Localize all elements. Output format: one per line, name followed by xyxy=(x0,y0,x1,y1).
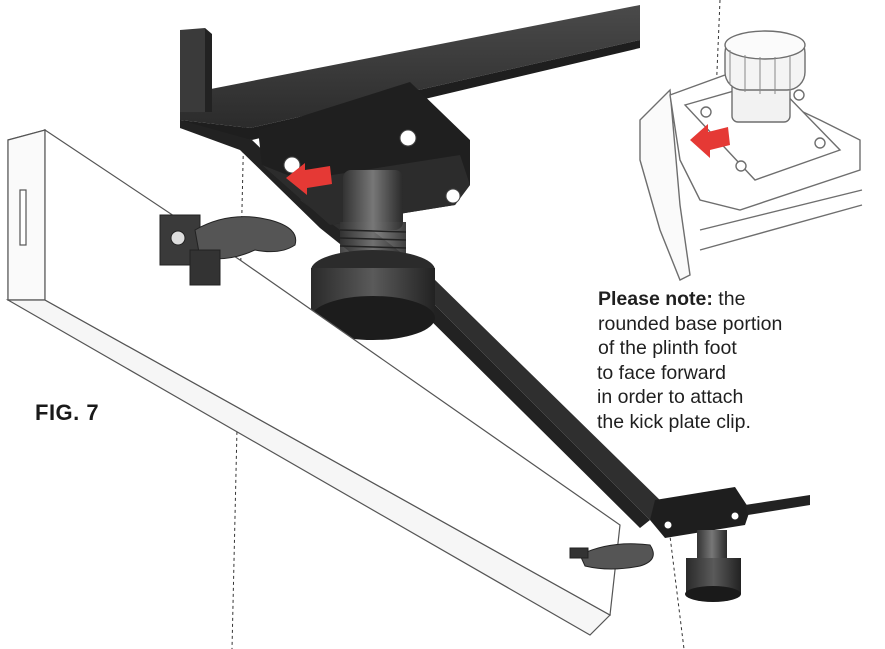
note-line-2: rounded base portion xyxy=(598,312,783,335)
kick-rail xyxy=(180,120,665,528)
kick-plate-clip-left xyxy=(159,214,297,286)
note-line-3: of the plinth foot xyxy=(598,337,737,359)
figure-label: FIG. 7 xyxy=(35,400,100,425)
note-line-6: the kick plate clip. xyxy=(597,410,751,433)
plinth-foot-front xyxy=(311,170,435,340)
inset-detail xyxy=(639,30,863,281)
note-line-1: Please note: the xyxy=(598,287,880,312)
note-first-line-rest: the xyxy=(712,288,746,310)
frame-rail-top xyxy=(180,5,640,140)
note-line-5: in order to attach xyxy=(597,386,744,408)
guide-line-right xyxy=(667,519,685,649)
note-line-4: to face forward xyxy=(597,361,726,384)
kick-plate-clip-right xyxy=(569,543,654,570)
note-text-block: Please note: the rounded base portion of… xyxy=(597,287,880,434)
red-arrow-front xyxy=(286,163,332,195)
plinth-foot-rear xyxy=(650,487,810,602)
note-bold-prefix: Please note: xyxy=(598,288,713,310)
red-arrow-inset xyxy=(690,124,730,158)
